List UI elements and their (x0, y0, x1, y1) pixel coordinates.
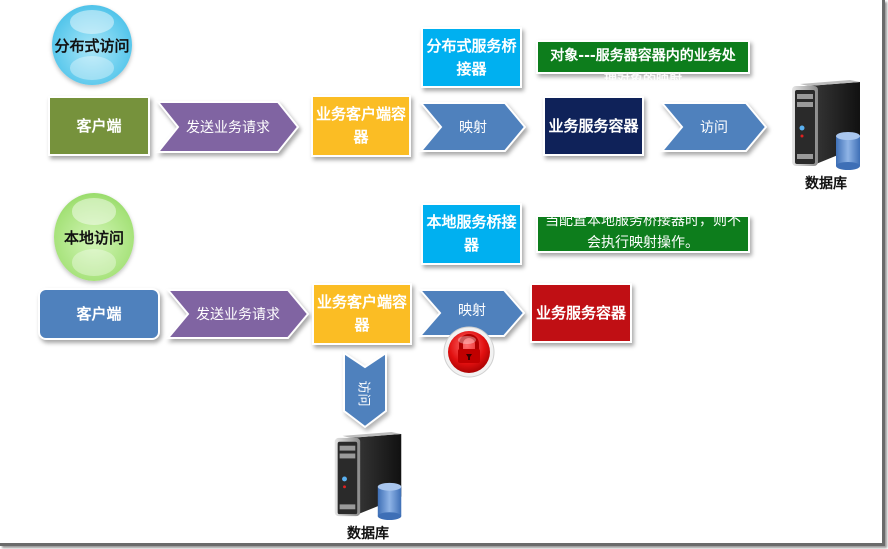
local-access-label: 访问 (355, 379, 371, 407)
distributed-bridge-box: 分布式服务桥接器 (421, 27, 522, 88)
chevron-shape (165, 289, 310, 339)
distributed-note-box: 对象---服务器容器内的业务处 理对象的映射 (536, 40, 750, 80)
mapping-label: 映射 (459, 120, 487, 136)
mapping-arrow: 映射 (418, 102, 527, 152)
local-client-label: 客户端 (76, 304, 122, 323)
chevron-shape (417, 289, 526, 337)
access-arrow: 访问 (659, 102, 768, 152)
client-box: 客户端 (48, 96, 150, 156)
distributed-bridge-label: 分布式服务桥接器 (426, 36, 517, 78)
chevron-shape (343, 351, 387, 429)
local-access-arrow: 访问 (343, 351, 387, 429)
lock-icon (443, 326, 495, 378)
local-server-container-box: 业务服务容器 (530, 283, 632, 343)
send-request-label: 发送业务请求 (186, 120, 270, 136)
chevron-shape (418, 102, 527, 152)
local-client-box: 客户端 (38, 288, 160, 340)
local-note-box: 当配置本地服务桥接器时，则不会执行映射操作。 (536, 215, 750, 253)
client-label: 客户端 (76, 116, 122, 135)
distributed-access-bubble: 分布式访问 (52, 5, 132, 85)
chevron-shape (155, 101, 300, 153)
local-database-label: 数据库 (347, 526, 389, 542)
distributed-note-line2: 理对象的映射 (604, 68, 682, 80)
local-bridge-label: 本地服务桥接器 (426, 213, 517, 254)
local-mapping-label: 映射 (458, 303, 486, 319)
send-request-arrow: 发送业务请求 (155, 101, 300, 153)
server-database-icon (334, 432, 402, 521)
database-server: 数据库 (786, 80, 866, 192)
access-label: 访问 (700, 120, 728, 136)
local-mapping-arrow: 映射 (417, 289, 526, 337)
distributed-note-line1: 对象---服务器容器内的业务处 (550, 48, 736, 64)
local-send-request-label: 发送业务请求 (196, 307, 280, 323)
client-container-label: 业务客户端容器 (315, 105, 406, 146)
server-database-icon (792, 80, 860, 170)
local-access-bubble: 本地访问 (54, 193, 134, 281)
local-access-title: 本地访问 (63, 228, 124, 247)
local-database-server: 数据库 (328, 432, 408, 544)
database-label: 数据库 (805, 176, 847, 192)
local-client-container-label: 业务客户端容器 (316, 293, 407, 334)
local-note-text: 当配置本地服务桥接器时，则不会执行映射操作。 (545, 215, 741, 251)
local-bridge-box: 本地服务桥接器 (421, 203, 522, 265)
server-container-label: 业务服务容器 (548, 116, 639, 135)
chevron-shape (659, 102, 768, 152)
client-container-box: 业务客户端容器 (311, 95, 411, 157)
local-send-request-arrow: 发送业务请求 (165, 289, 310, 339)
local-server-container-label: 业务服务容器 (535, 303, 626, 322)
server-container-box: 业务服务容器 (543, 96, 644, 156)
distributed-access-title: 分布式访问 (54, 36, 130, 55)
local-client-container-box: 业务客户端容器 (312, 283, 412, 345)
